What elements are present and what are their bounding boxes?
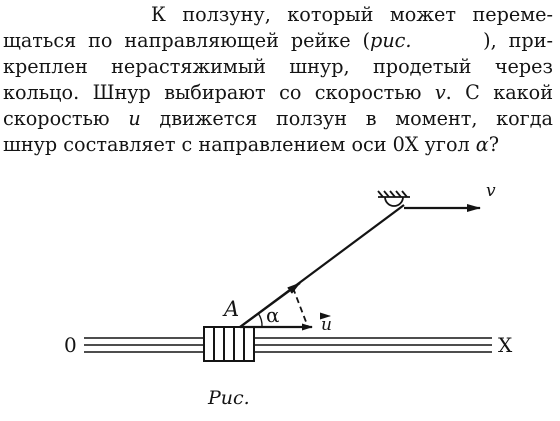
text-segment: ), при- — [483, 29, 553, 52]
slider-diagram: 0 X A α u v Рис. — [64, 186, 513, 409]
angle-alpha-label: α — [266, 303, 280, 327]
cord-arrow — [239, 282, 301, 328]
problem-line-5: скоростью u движется ползун в момент, ко… — [3, 106, 553, 132]
projection-dashed-line — [292, 287, 309, 328]
variable-v: v — [434, 81, 446, 104]
text-segment: скоростью — [3, 107, 129, 130]
problem-line-4: кольцо. Шнур выбирают со скоростью v. С … — [3, 80, 553, 106]
problem-line-2: щаться по направляющей рейке (рис. ), пр… — [3, 28, 553, 54]
text-segment: движется ползун в момент, когда — [140, 107, 553, 130]
angle-arc — [257, 312, 263, 328]
problem-line-3: креплен нерастяжимый шнур, продетый чере… — [3, 55, 553, 78]
slider-block — [203, 326, 255, 362]
origin-label: 0 — [64, 333, 77, 357]
figure-caption: Рис. — [207, 387, 250, 409]
text-segment: ? — [488, 133, 500, 156]
problem-line-1: К ползуну, который может переме- — [3, 2, 553, 28]
problem-line-6: шнур составляет с направлением оси 0X уг… — [3, 132, 553, 158]
text-segment: щаться по направляющей рейке ( — [3, 29, 371, 52]
variable-alpha: α — [475, 133, 489, 156]
vector-u-label: u — [321, 315, 332, 335]
axis-label-x: X — [498, 333, 513, 357]
point-a-label: A — [222, 297, 239, 321]
text-segment: К ползуну, который может переме- — [151, 3, 553, 26]
vector-v-label: v — [486, 186, 496, 201]
text-segment: . С какой — [445, 81, 553, 104]
problem-text: К ползуну, который может переме- щаться … — [3, 2, 553, 158]
text-segment: шнур составляет с направлением оси 0X уг… — [3, 133, 476, 156]
ring-mount — [377, 190, 410, 207]
variable-u: u — [128, 107, 141, 130]
text-segment: кольцо. Шнур выбирают со скоростью — [3, 81, 435, 104]
figure-reference: рис. — [370, 29, 412, 52]
guide-rail — [84, 337, 492, 353]
